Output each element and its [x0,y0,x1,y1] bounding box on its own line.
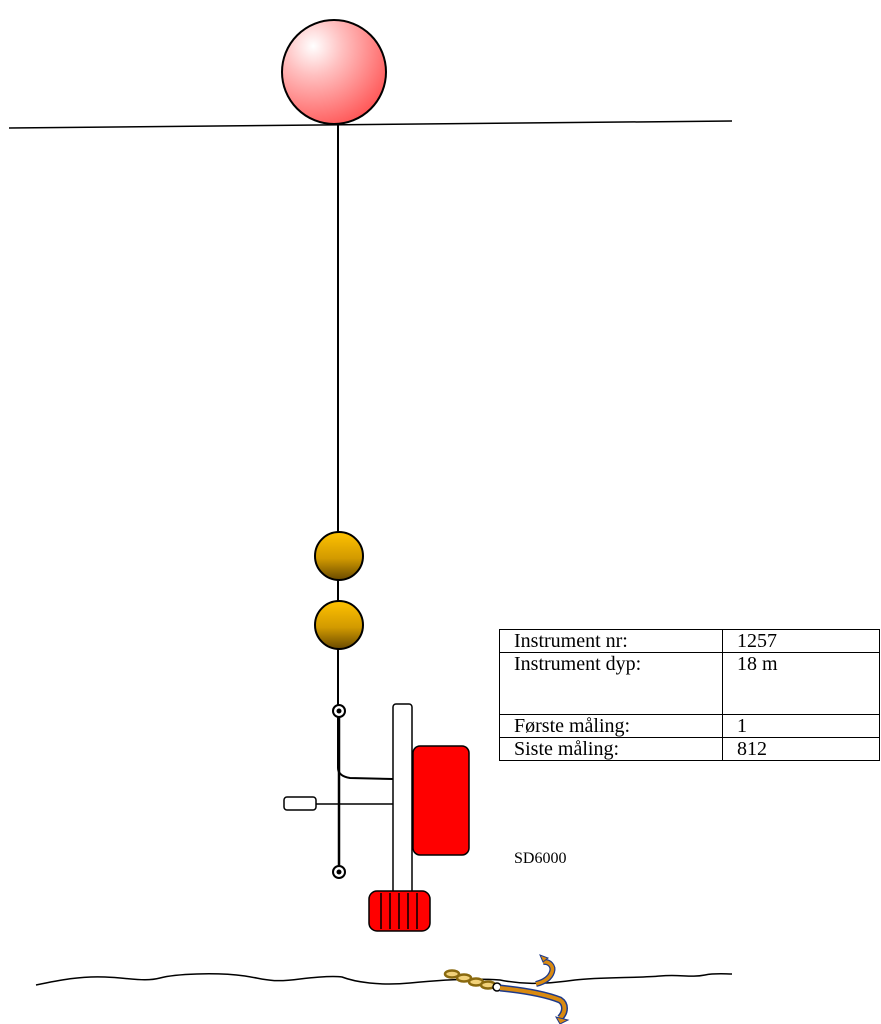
table-row: Siste måling: 812 [499,737,880,761]
instrument-sd6000 [283,703,470,932]
instrument-frame [392,703,413,896]
instrument-weight-stripes [380,893,418,929]
row-value: 1257 [722,629,880,653]
row-label: Instrument dyp: [499,652,723,715]
shackle-upper [332,704,346,718]
anchor-chain [443,969,502,992]
seabed-line [35,973,733,986]
instrument-housing [412,745,470,856]
surface-buoy [281,19,387,125]
row-label: Første måling: [499,714,723,738]
instrument-sensor-tab [283,796,317,811]
row-value: 18 m [722,652,880,715]
sea-surface-line [8,120,733,129]
row-label: Siste måling: [499,737,723,761]
row-value: 1 [722,714,880,738]
subsurface-buoy-upper [314,531,364,581]
instrument-info-table: Instrument nr: 1257 Instrument dyp: 18 m… [499,629,880,761]
shackle-lower [332,865,346,879]
row-value: 812 [722,737,880,761]
table-row: Instrument nr: 1257 [499,629,880,653]
instrument-model-label: SD6000 [514,850,567,867]
subsurface-buoy-lower [314,600,364,650]
anchor-icon [499,954,570,1024]
table-row: Instrument dyp: 18 m [499,652,880,715]
table-row: Første måling: 1 [499,714,880,738]
row-label: Instrument nr: [499,629,723,653]
